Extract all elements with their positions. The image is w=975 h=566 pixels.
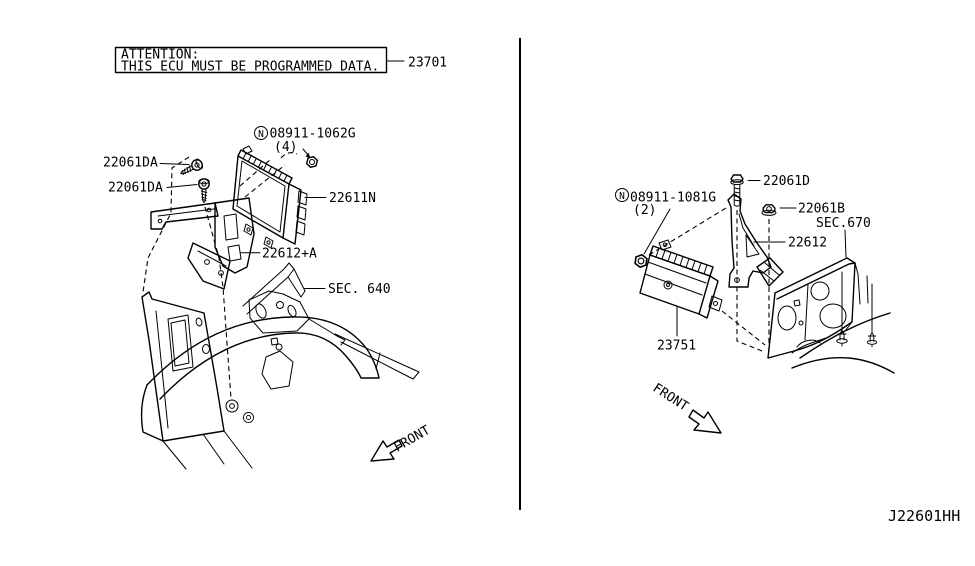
nut-callout: N 08911-1062G (4) (254, 126, 356, 158)
diagram-code: J22601HH (888, 507, 960, 525)
nut-icon (305, 154, 319, 170)
control-module-drawing (639, 239, 723, 319)
part-label-23701[interactable]: 23701 (408, 56, 447, 71)
section-label-670[interactable]: SEC.670 (816, 216, 871, 231)
front-arrow-icon (688, 409, 722, 434)
part-label-22061da-bottom[interactable]: 22061DA (108, 181, 163, 196)
part-label-22061da-top[interactable]: 22061DA (103, 156, 158, 171)
attention-line2: THIS ECU MUST BE PROGRAMMED DATA. (121, 60, 379, 75)
front-direction: FRONT (370, 423, 434, 462)
attention-line1: ATTENTION: (121, 48, 199, 63)
leader-line (643, 208, 671, 255)
assembly-dashed-lines (142, 152, 298, 400)
leader-line (159, 163, 190, 165)
qty-label: (4) (274, 140, 297, 155)
section-label-640[interactable]: SEC. 640 (328, 282, 391, 297)
front-arrow-icon (370, 439, 403, 462)
part-label-22061d[interactable]: 22061D (763, 174, 810, 189)
front-direction: FRONT (650, 381, 722, 434)
part-label-08911-1062g[interactable]: 08911-1062G (270, 127, 356, 142)
nut-symbol-icon (615, 188, 629, 202)
assembly-dashed-lines (648, 207, 770, 355)
body-panel-drawing-sec670 (767, 257, 895, 374)
part-label-22612a[interactable]: 22612+A (262, 247, 317, 262)
front-label: FRONT (650, 381, 691, 415)
right-ecu-view: N 08911-1081G (2) 22061D 22061B SEC.670 … (615, 174, 895, 434)
front-label: FRONT (392, 423, 434, 456)
nut-symbol-letter: N (258, 129, 264, 140)
leader-arrowhead (305, 152, 311, 158)
nut-icon (633, 253, 649, 269)
attention-note: ATTENTION: THIS ECU MUST BE PROGRAMMED D… (114, 46, 447, 75)
nut-icon (761, 204, 777, 217)
left-ecu-view: ATTENTION: THIS ECU MUST BE PROGRAMMED D… (103, 46, 447, 470)
part-label-22611n[interactable]: 22611N (329, 191, 376, 206)
qty-label: (2) (633, 203, 656, 218)
part-label-22612[interactable]: 22612 (788, 236, 827, 251)
screw-icon (198, 178, 210, 204)
module-bracket-drawing (727, 193, 784, 288)
part-label-23751[interactable]: 23751 (657, 339, 696, 354)
part-label-22061b[interactable]: 22061B (798, 202, 845, 217)
nut-symbol-letter: N (619, 191, 625, 202)
screw-icon (177, 157, 205, 179)
nut-callout: N 08911-1081G (2) (615, 188, 716, 255)
leader-line (844, 229, 847, 258)
part-label-08911-1081g[interactable]: 08911-1081G (630, 191, 716, 206)
nut-symbol-icon (254, 126, 268, 140)
body-panel-drawing-sec640 (140, 262, 420, 470)
leader-line (166, 184, 198, 188)
ecu-module-drawing (232, 145, 308, 249)
